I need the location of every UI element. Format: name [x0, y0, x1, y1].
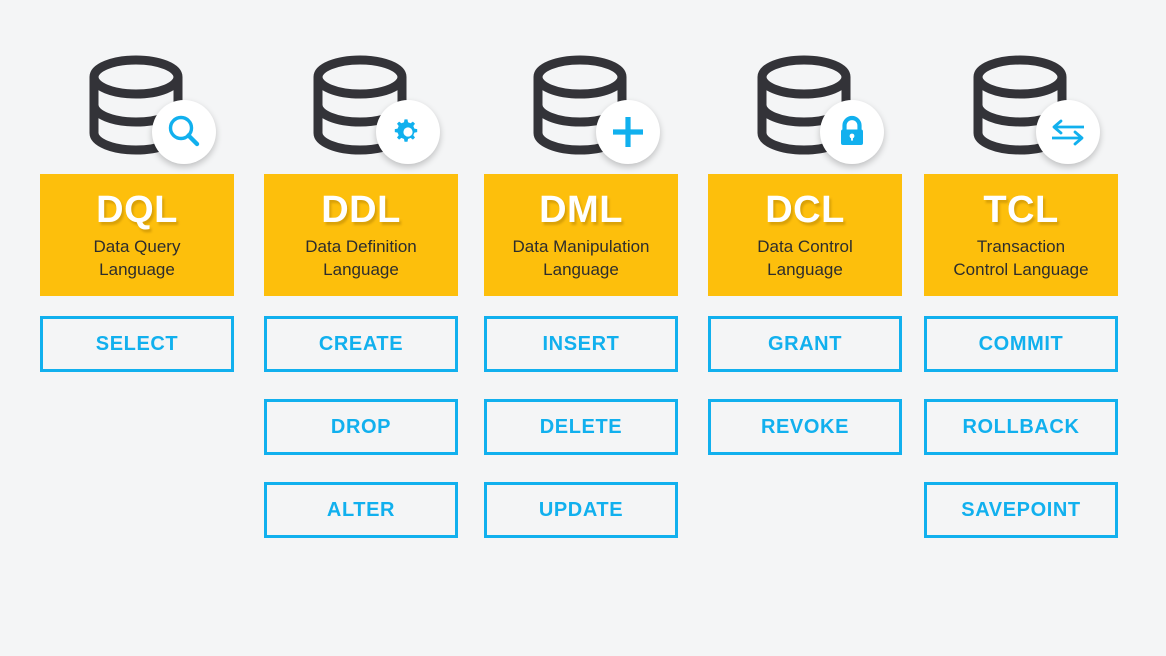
category-fullname: Transaction Control Language [953, 236, 1089, 279]
magnifier-icon [152, 100, 216, 164]
command-button[interactable]: ROLLBACK [924, 399, 1118, 455]
category-panel-tcl: TCL Transaction Control Language [924, 174, 1118, 296]
category-fullname: Data Manipulation Language [512, 236, 650, 279]
category-abbr: DML [539, 189, 623, 231]
command-button[interactable]: DELETE [484, 399, 678, 455]
category-column-dql: DQL Data Query Language SELECT [40, 0, 234, 372]
category-column-dml: DML Data Manipulation Language INSERT DE… [484, 0, 678, 538]
command-button[interactable]: REVOKE [708, 399, 902, 455]
category-fullname: Data Control Language [757, 236, 853, 279]
command-button[interactable]: CREATE [264, 316, 458, 372]
gear-icon [376, 100, 440, 164]
category-fullname: Data Query Language [93, 236, 181, 279]
category-abbr: TCL [983, 189, 1059, 231]
command-list-dcl: GRANT REVOKE [708, 316, 902, 482]
category-panel-dql: DQL Data Query Language [40, 174, 234, 296]
plus-icon [596, 100, 660, 164]
command-button[interactable]: GRANT [708, 316, 902, 372]
command-button[interactable]: INSERT [484, 316, 678, 372]
category-column-dcl: DCL Data Control Language GRANT REVOKE [708, 0, 902, 455]
category-panel-ddl: DDL Data Definition Language [264, 174, 458, 296]
database-lock-icon [754, 0, 902, 164]
command-button[interactable]: ALTER [264, 482, 458, 538]
category-abbr: DDL [321, 189, 401, 231]
lock-icon [820, 100, 884, 164]
command-button[interactable]: DROP [264, 399, 458, 455]
category-column-tcl: TCL Transaction Control Language COMMIT … [924, 0, 1118, 538]
command-list-ddl: CREATE DROP ALTER [264, 316, 458, 565]
database-gear-icon [310, 0, 458, 164]
command-button[interactable]: COMMIT [924, 316, 1118, 372]
category-panel-dml: DML Data Manipulation Language [484, 174, 678, 296]
command-list-tcl: COMMIT ROLLBACK SAVEPOINT [924, 316, 1118, 565]
command-button[interactable]: SELECT [40, 316, 234, 372]
database-search-icon [86, 0, 234, 164]
command-list-dml: INSERT DELETE UPDATE [484, 316, 678, 565]
category-abbr: DCL [765, 189, 845, 231]
database-transfer-icon [970, 0, 1118, 164]
database-plus-icon [530, 0, 678, 164]
category-panel-dcl: DCL Data Control Language [708, 174, 902, 296]
category-fullname: Data Definition Language [305, 236, 417, 279]
category-column-ddl: DDL Data Definition Language CREATE DROP… [264, 0, 458, 538]
command-button[interactable]: UPDATE [484, 482, 678, 538]
two-way-arrows-icon [1036, 100, 1100, 164]
command-button[interactable]: SAVEPOINT [924, 482, 1118, 538]
category-abbr: DQL [96, 189, 178, 231]
command-list-dql: SELECT [40, 316, 234, 399]
